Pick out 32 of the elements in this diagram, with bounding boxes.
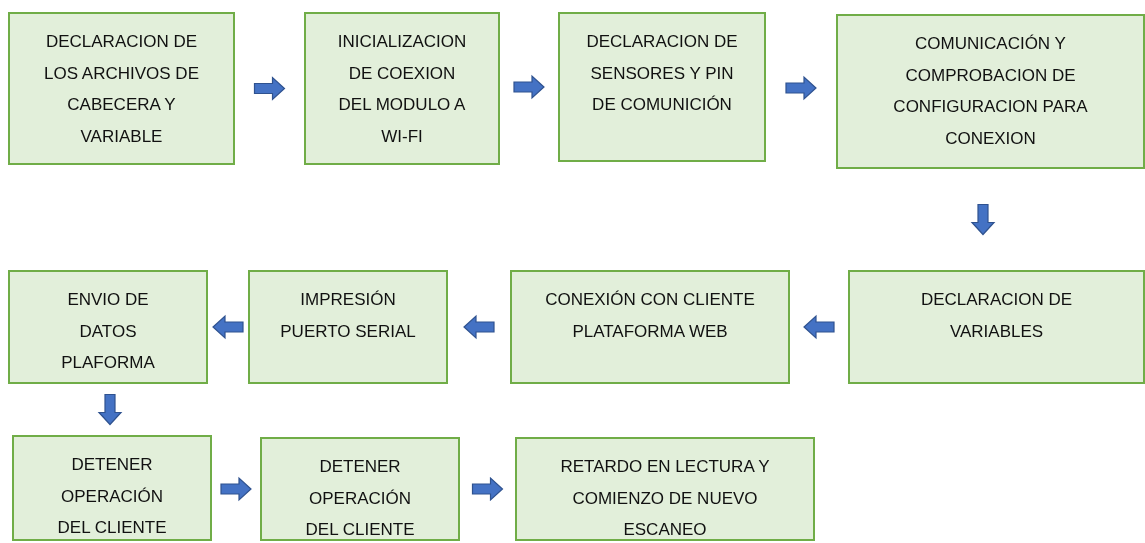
step-text: ENVIO DE DATOS PLAFORMA bbox=[60, 289, 156, 374]
process-box bbox=[260, 437, 460, 541]
step-text: INICIALIZACION DE COEXION DEL MODULO A WI-FI bbox=[336, 31, 468, 148]
process-box bbox=[515, 437, 815, 541]
process-box bbox=[304, 12, 500, 165]
process-box bbox=[510, 270, 790, 384]
block-arrow bbox=[471, 476, 504, 502]
step-text: DECLARACION DE VARIABLES bbox=[919, 289, 1074, 343]
process-box bbox=[558, 12, 766, 162]
process-box bbox=[848, 270, 1145, 384]
process-box bbox=[8, 270, 208, 384]
block-arrow bbox=[513, 74, 545, 100]
block-arrow bbox=[785, 75, 817, 101]
step-text: RETARDO EN LECTURA Y COMIENZO DE NUEVO ESCANEO bbox=[559, 456, 771, 541]
step-text: COMUNICACIÓN Y COMPROBACION DE CONFIGURACION PARA CONEXION bbox=[892, 33, 1089, 150]
block-arrow bbox=[253, 76, 286, 101]
step-text: DETENER OPERACIÓN DEL CLIENTE bbox=[304, 456, 416, 541]
block-arrow bbox=[97, 393, 123, 426]
block-arrow bbox=[803, 314, 835, 340]
step-text: IMPRESIÓN PUERTO SERIAL bbox=[279, 289, 417, 343]
process-box bbox=[12, 435, 212, 541]
process-box bbox=[836, 14, 1145, 169]
process-box bbox=[248, 270, 448, 384]
step-text: DETENER OPERACIÓN DEL CLIENTE bbox=[56, 454, 168, 539]
process-box bbox=[8, 12, 235, 165]
block-arrow bbox=[970, 203, 996, 236]
step-text: DECLARACION DE SENSORES Y PIN DE COMUNICIÓN bbox=[585, 31, 739, 116]
block-arrow bbox=[463, 314, 495, 340]
step-text: CONEXIÓN CON CLIENTE PLATAFORMA WEB bbox=[544, 289, 756, 343]
step-text: DECLARACION DE LOS ARCHIVOS DE CABECERA Y VARIABLE bbox=[43, 31, 200, 148]
block-arrow bbox=[212, 314, 244, 340]
block-arrow bbox=[220, 476, 252, 502]
